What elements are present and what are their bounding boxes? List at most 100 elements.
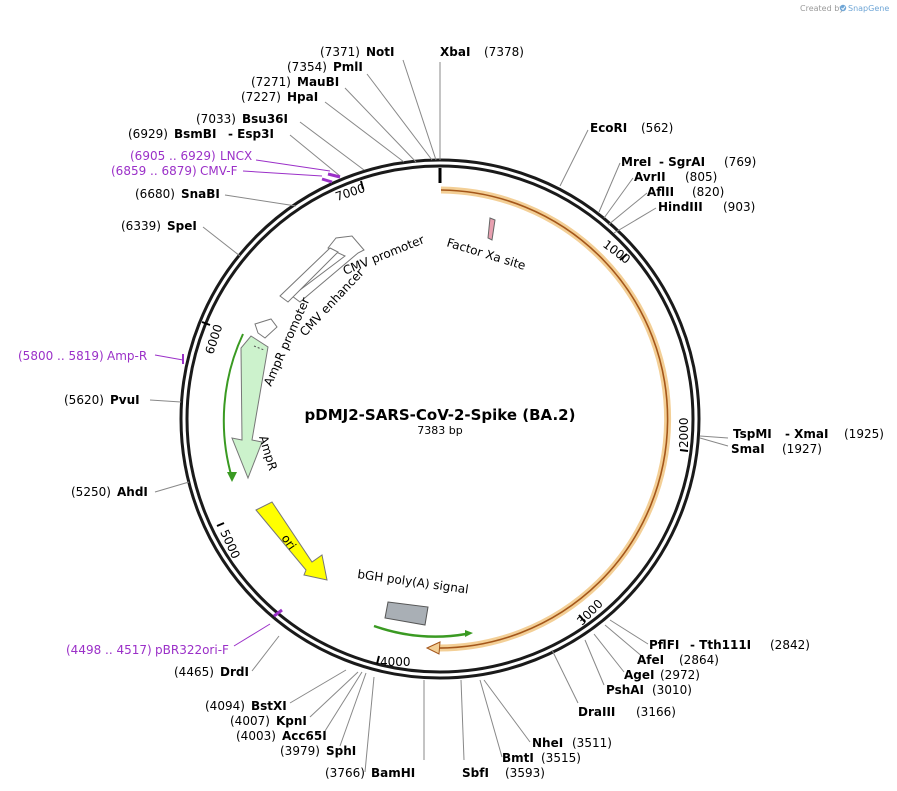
ampr-promoter-label: AmpR promoter <box>261 295 313 388</box>
ampr-feature[interactable] <box>222 333 269 482</box>
svg-text:- SgrAI: - SgrAI <box>659 155 705 169</box>
svg-text:(7271): (7271) <box>251 75 291 89</box>
site-agei: AgeI (2972) <box>624 668 700 682</box>
svg-text:(3010): (3010) <box>652 683 692 697</box>
ori-feature[interactable] <box>255 501 328 581</box>
svg-text:(769): (769) <box>724 155 756 169</box>
primer-cmv-f[interactable]: (6859 .. 6879) CMV-F <box>111 164 333 184</box>
site-kpni: (4007) KpnI <box>230 714 307 728</box>
site-bsmbi: (6929) BsmBI - Esp3I <box>128 127 274 141</box>
svg-text:Bsu36I: Bsu36I <box>242 112 288 126</box>
site-afei: AfeI (2864) <box>637 653 719 667</box>
svg-text:(4007): (4007) <box>230 714 270 728</box>
site-spei: (6339) SpeI <box>121 219 197 233</box>
ampr-promoter-feature[interactable] <box>254 318 278 339</box>
site-pvui: (5620) PvuI <box>64 393 140 407</box>
credit-brand: SnapGene <box>848 4 889 13</box>
svg-text:(3166): (3166) <box>636 705 676 719</box>
site-bsu36i: (7033) Bsu36I <box>196 112 288 126</box>
primer-pbr322ori-f[interactable]: (4498 .. 4517) pBR322ori-F <box>66 608 283 657</box>
credit-prefix: Created by <box>800 4 844 13</box>
site-bmti: BmtI (3515) <box>502 751 581 765</box>
svg-text:HindIII: HindIII <box>658 200 703 214</box>
primer-lncx[interactable]: (6905 .. 6929) LNCX <box>130 149 341 179</box>
svg-text:EcoRI: EcoRI <box>590 121 627 135</box>
svg-text:TspMI: TspMI <box>733 427 772 441</box>
svg-text:SpeI: SpeI <box>167 219 197 233</box>
svg-text:AvrII: AvrII <box>634 170 666 184</box>
svg-text:XbaI: XbaI <box>440 45 470 59</box>
svg-text:SmaI: SmaI <box>731 442 765 456</box>
svg-text:BmtI: BmtI <box>502 751 534 765</box>
svg-text:PvuI: PvuI <box>110 393 140 407</box>
svg-text:(2864): (2864) <box>679 653 719 667</box>
bgh-polya-label: bGH poly(A) signal <box>357 567 470 596</box>
svg-text:(7354): (7354) <box>287 60 327 74</box>
svg-text:SbfI: SbfI <box>462 766 489 780</box>
svg-text:(5250): (5250) <box>71 485 111 499</box>
tick-label-4000: 4000 <box>380 655 411 669</box>
bgh-polya-feature[interactable] <box>384 601 429 626</box>
svg-text:BsmBI: BsmBI <box>174 127 216 141</box>
site-aflii: AflII (820) <box>647 185 724 199</box>
svg-text:Amp-R: Amp-R <box>107 349 147 363</box>
site-noti: (7371) NotI <box>320 45 395 59</box>
svg-text:PshAI: PshAI <box>606 683 644 697</box>
svg-text:(6929): (6929) <box>128 127 168 141</box>
svg-text:(7227): (7227) <box>241 90 281 104</box>
svg-text:NotI: NotI <box>366 45 395 59</box>
svg-text:(7033): (7033) <box>196 112 236 126</box>
svg-text:AgeI: AgeI <box>624 668 654 682</box>
site-mrei-sgrai: MreI - SgrAI (769) <box>621 155 756 169</box>
svg-text:KpnI: KpnI <box>276 714 307 728</box>
spike-cds-feature[interactable] <box>425 186 671 655</box>
cmv-promoter-feature[interactable] <box>291 235 365 303</box>
site-leader-lines <box>149 59 729 773</box>
svg-text:(4003): (4003) <box>236 729 276 743</box>
svg-text:(3593): (3593) <box>505 766 545 780</box>
svg-text:(4465): (4465) <box>174 665 214 679</box>
site-ahdi: (5250) AhdI <box>71 485 148 499</box>
svg-text:AfeI: AfeI <box>637 653 664 667</box>
svg-text:HpaI: HpaI <box>287 90 318 104</box>
svg-text:(1927): (1927) <box>782 442 822 456</box>
site-smai: SmaI (1927) <box>731 442 822 456</box>
svg-text:AhdI: AhdI <box>117 485 148 499</box>
cmv-enhancer-feature[interactable] <box>279 247 339 303</box>
factor-xa-site-feature[interactable] <box>487 217 496 241</box>
svg-text:(562): (562) <box>641 121 673 135</box>
svg-text:(6339): (6339) <box>121 219 161 233</box>
site-hpai: (7227) HpaI <box>241 90 318 104</box>
site-hindiii: HindIII (903) <box>658 200 755 214</box>
site-labels: (7371) NotI XbaI (7378) (7354) PmlI (727… <box>64 45 884 780</box>
svg-text:LNCX: LNCX <box>220 149 252 163</box>
svg-text:pBR322ori-F: pBR322ori-F <box>155 643 229 657</box>
site-maubi: (7271) MauBI <box>251 75 339 89</box>
svg-text:(903): (903) <box>723 200 755 214</box>
tick-marks <box>201 180 689 665</box>
svg-text:(2972): (2972) <box>660 668 700 682</box>
site-draiii: DraIII (3166) <box>578 705 676 719</box>
ampr-label: AmpR <box>256 434 280 472</box>
svg-text:SnaBI: SnaBI <box>181 187 220 201</box>
primer-amp-r[interactable]: (5800 .. 5819) Amp-R <box>18 349 184 364</box>
svg-text:BstXI: BstXI <box>251 699 287 713</box>
svg-text:(1925): (1925) <box>844 427 884 441</box>
svg-text:(6905 .. 6929): (6905 .. 6929) <box>130 149 216 163</box>
site-pshai: PshAI (3010) <box>606 683 692 697</box>
svg-text:(3511): (3511) <box>572 736 612 750</box>
site-nhei: NheI (3511) <box>532 736 612 750</box>
site-ecori: EcoRI (562) <box>590 121 673 135</box>
site-xbai: XbaI (7378) <box>440 45 524 59</box>
svg-text:SphI: SphI <box>326 744 356 758</box>
site-bstxi: (4094) BstXI <box>205 699 287 713</box>
snapgene-logo-icon <box>839 4 847 12</box>
svg-text:(3979): (3979) <box>280 744 320 758</box>
tick-label-7000: 7000 <box>334 181 367 204</box>
svg-text:(6680): (6680) <box>135 187 175 201</box>
svg-text:(4498 .. 4517): (4498 .. 4517) <box>66 643 152 657</box>
svg-text:(3766): (3766) <box>325 766 365 780</box>
factor-xa-label: Factor Xa site <box>445 235 527 272</box>
